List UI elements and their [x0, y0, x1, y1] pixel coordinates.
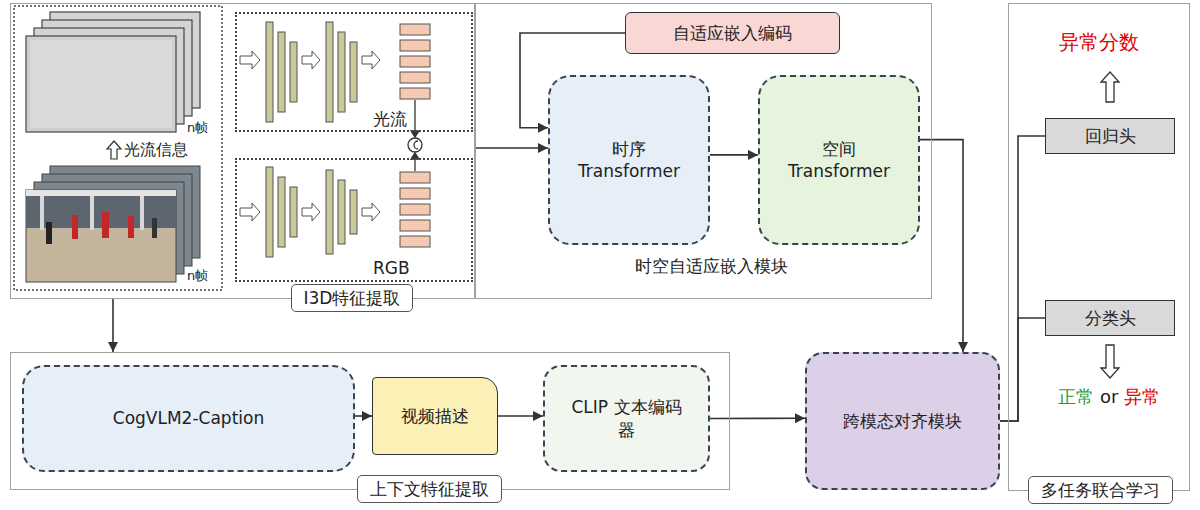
- cnn-layers: [266, 167, 273, 257]
- cnn-layers: [362, 51, 380, 69]
- box-text: 时序 Transformer: [569, 138, 689, 182]
- cnn-layers: [400, 204, 430, 215]
- cnn-layers: [338, 32, 345, 112]
- module-panel: I3D特征提取光流RGB: [10, 3, 475, 299]
- text-label: 异常分数: [1059, 30, 1139, 54]
- cnn-layers: [400, 236, 430, 247]
- process-box: 分类头: [1045, 300, 1175, 336]
- box-text: CLIP 文本编码器: [572, 396, 682, 440]
- cnn-layers: [400, 40, 430, 51]
- text-label: n帧: [187, 268, 208, 284]
- cnn-layers: [350, 42, 357, 102]
- process-box: 视频描述: [372, 377, 498, 455]
- concat-symbol: [414, 100, 415, 134]
- concat-symbol: [408, 100, 422, 171]
- cnn-layers: [302, 51, 320, 69]
- text-label: 异常: [1124, 386, 1160, 408]
- cnn-layers: [326, 170, 333, 254]
- concat-symbol: [414, 141, 418, 149]
- connector: [498, 415, 543, 417]
- connector: [1000, 318, 1045, 421]
- cnn-layers: [350, 190, 357, 234]
- process-box: 空间 Transformer: [758, 75, 920, 245]
- connector: [112, 299, 114, 352]
- branch-label: RGB: [373, 257, 410, 279]
- process-box: CogVLM2-Caption: [22, 365, 355, 472]
- cnn-layers: [290, 187, 297, 237]
- text-label: 光流信息: [124, 140, 188, 159]
- process-box: CLIP 文本编码器: [543, 365, 710, 472]
- rgb-frames: [72, 215, 78, 239]
- module-panel: 上下文特征提取CogVLM2-Caption视频描述CLIP 文本编码器: [10, 352, 730, 490]
- rgb-frames: [26, 190, 176, 282]
- cnn-layers: [400, 88, 430, 99]
- cnn-layers: [278, 177, 285, 247]
- box-text: 空间 Transformer: [779, 138, 899, 182]
- connector: [920, 140, 963, 352]
- hollow-arrow: [1101, 72, 1119, 102]
- connector: [1000, 136, 1045, 421]
- cnn-layers: [400, 220, 430, 231]
- connector: [710, 154, 758, 156]
- feature-branch: 光流: [235, 12, 473, 132]
- panel-title: 时空自适应嵌入模块: [635, 255, 788, 277]
- cnn-layers: [302, 203, 320, 221]
- cnn-layers: [400, 188, 430, 199]
- module-panel: 多任务联合学习回归头分类头: [1008, 3, 1190, 491]
- cnn-layers: [266, 22, 273, 122]
- cnn-layers: [400, 172, 430, 183]
- rgb-frames: [128, 216, 134, 238]
- text-label: n帧: [187, 120, 208, 136]
- process-box: 跨模态对齐模块: [805, 352, 1000, 490]
- cnn-layers: [400, 72, 430, 83]
- rgb-frames: [152, 218, 157, 238]
- branch-label: 光流: [373, 108, 407, 130]
- cnn-layers: [240, 22, 430, 257]
- panel-title: 多任务联合学习: [1028, 476, 1173, 504]
- cnn-layers: [240, 51, 260, 69]
- text-label: or: [1100, 386, 1118, 408]
- cnn-layers: [400, 56, 430, 67]
- box-text: 分类头: [1085, 307, 1136, 329]
- box-text: 视频描述: [401, 405, 469, 427]
- rgb-frames: [46, 222, 52, 244]
- box-text: 回归头: [1085, 125, 1136, 147]
- image-frame: [14, 6, 222, 290]
- panel-title: 上下文特征提取: [357, 475, 502, 503]
- optical-flow-frames: [30, 40, 172, 128]
- cnn-layers: [240, 203, 260, 221]
- connector: [710, 417, 805, 419]
- hollow-arrow: [107, 141, 121, 159]
- optical-flow-frames: [26, 12, 200, 132]
- connector: [475, 147, 548, 149]
- module-panel: 时空自适应嵌入模块 自适应嵌入编码时序 Transformer 空间 Transfo…: [475, 3, 932, 299]
- box-text: CogVLM2-Caption: [113, 407, 264, 429]
- rgb-frames: [26, 190, 176, 196]
- cnn-layers: [362, 203, 380, 221]
- rgb-frames: [102, 212, 109, 238]
- concat-symbol: [408, 138, 422, 152]
- feature-branch: RGB: [235, 158, 473, 282]
- box-text: 跨模态对齐模块: [843, 410, 962, 432]
- cnn-layers: [290, 42, 297, 102]
- optical-flow-frames: [26, 36, 176, 132]
- process-box: 回归头: [1045, 118, 1175, 154]
- hollow-arrow: [1101, 345, 1119, 378]
- cnn-layers: [326, 22, 333, 122]
- rgb-frames: [26, 166, 200, 282]
- cnn-layers: [338, 180, 345, 244]
- process-box: 时序 Transformer: [548, 75, 710, 245]
- connector: [355, 415, 372, 417]
- panel-title: I3D特征提取: [291, 284, 414, 312]
- box-text: 自适应嵌入编码: [673, 22, 792, 44]
- cnn-layers: [278, 32, 285, 112]
- cnn-layers: [400, 24, 430, 35]
- process-box: 自适应嵌入编码: [625, 12, 840, 54]
- text-label: 正常: [1058, 386, 1094, 408]
